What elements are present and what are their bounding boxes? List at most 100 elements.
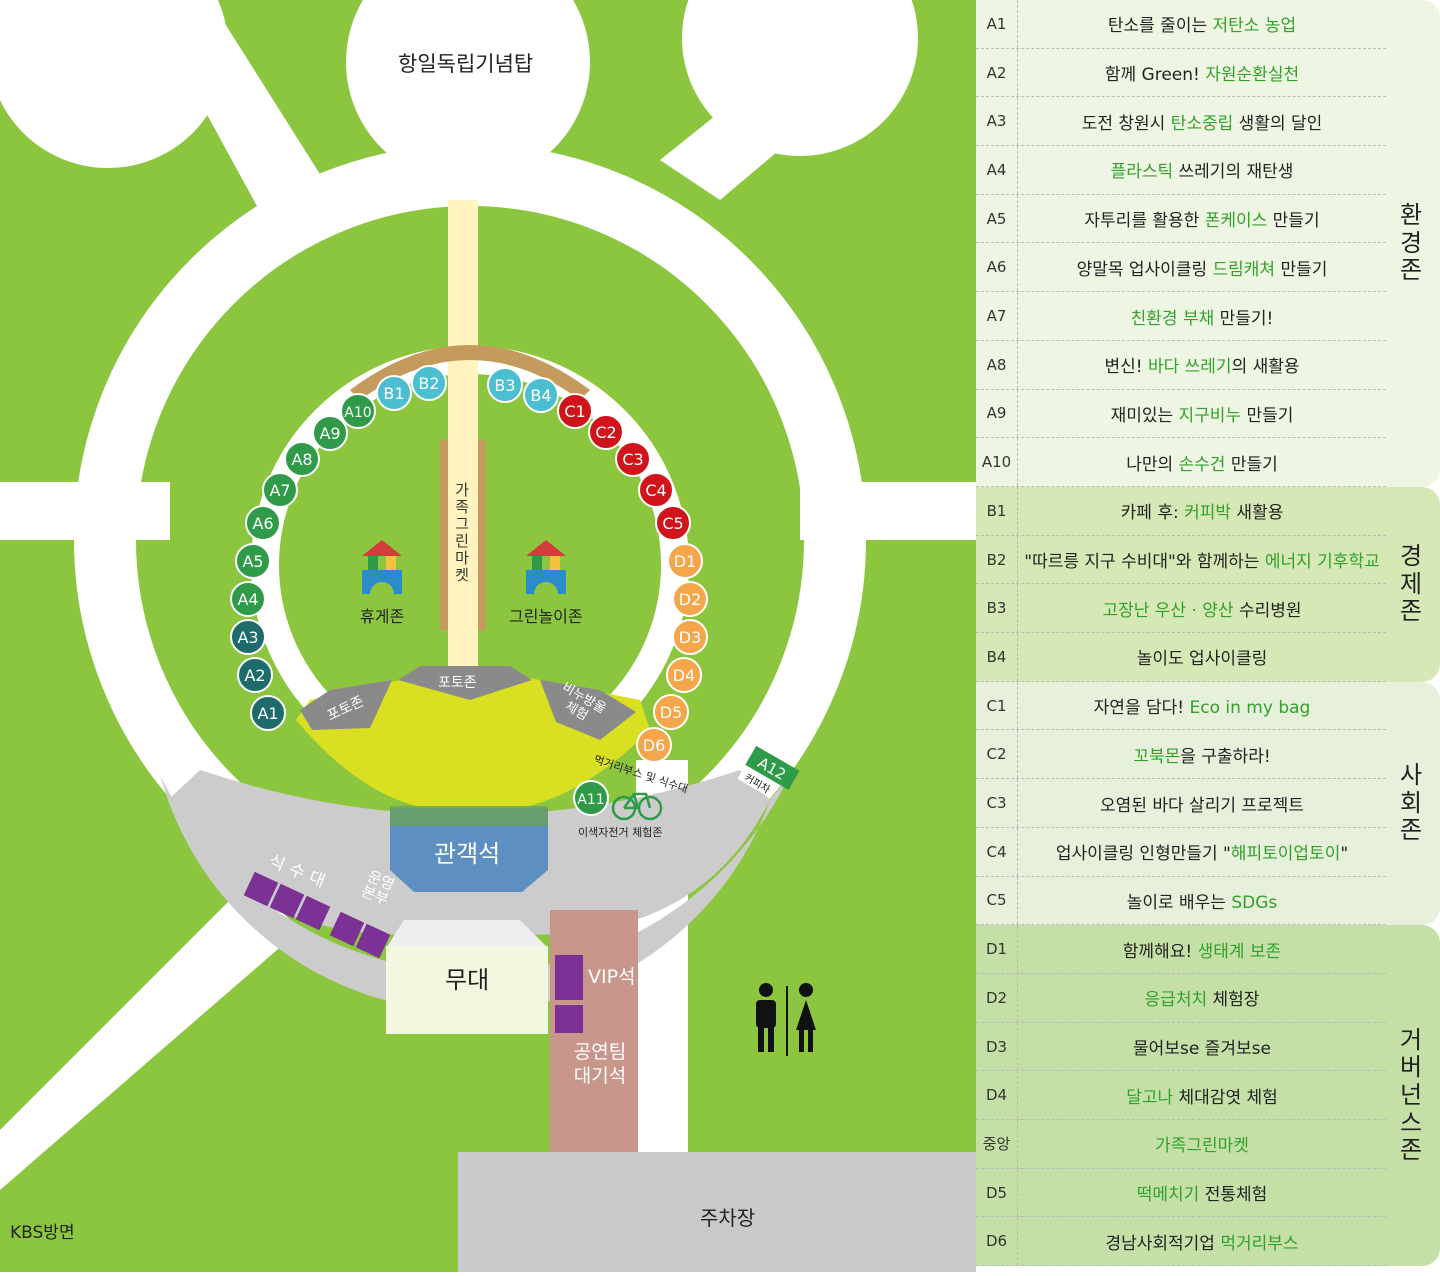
plain-text: 생활의 달인: [1233, 113, 1323, 134]
booth-marker-b4[interactable]: [523, 377, 559, 413]
legend-row-code: A7: [976, 292, 1018, 340]
booth-marker-a7[interactable]: [262, 472, 298, 508]
booth-marker-label: A1: [257, 704, 278, 723]
booth-marker-a8[interactable]: [284, 441, 320, 477]
booth-marker-a11[interactable]: [573, 780, 609, 816]
booth-marker-label: C4: [645, 481, 666, 500]
plain-text: 수리병원: [1233, 600, 1302, 621]
booth-marker-label: B2: [418, 374, 439, 393]
booth-marker-a1[interactable]: [250, 695, 286, 731]
legend-row-code: C2: [976, 730, 1018, 779]
water-station-booths: [243, 871, 391, 959]
booth-marker-d4[interactable]: [666, 657, 702, 693]
booth-marker-d6[interactable]: [636, 727, 672, 763]
plain-text: 놀이도 업사이클링: [1136, 649, 1268, 670]
booth-marker-a6[interactable]: [245, 505, 281, 541]
photo-zone-top-label: 포토존: [438, 675, 477, 691]
legend-row-code: A3: [976, 97, 1018, 146]
highlight-text: 에너지 기후학교: [1264, 552, 1380, 573]
booth-marker-a4[interactable]: [230, 581, 266, 617]
legend-row-name: 고장난 우산 · 양산 수리병원: [1018, 596, 1386, 621]
booth-marker-a10[interactable]: [340, 393, 376, 429]
bicycle-zone-label: 이색자전거 체험존: [578, 826, 663, 839]
legend-row-name: 재미있는 지구비누 만들기: [1018, 401, 1386, 426]
highlight-text: SDGs: [1231, 892, 1278, 913]
plain-text: 놀이로 배우는: [1126, 892, 1232, 913]
booth-marker-b3[interactable]: [487, 367, 523, 403]
legend-row-code: A10: [976, 438, 1018, 486]
legend-row-code: B2: [976, 535, 1018, 584]
tower-circle: [346, 0, 590, 184]
legend-row-name: 탄소를 줄이는 저탄소 농업: [1018, 11, 1386, 36]
highlight-text: 꼬북몬: [1133, 746, 1181, 767]
top-right-circle: [682, 0, 918, 156]
booth-marker-label: B3: [494, 376, 515, 395]
plain-text: 만들기!: [1214, 308, 1274, 329]
plain-text: 함께해요!: [1122, 941, 1198, 962]
legend-row-name: 자투리를 활용한 폰케이스 만들기: [1018, 206, 1386, 231]
stage: [386, 946, 548, 1034]
bubble-zone: [540, 680, 636, 740]
booth-marker-a3[interactable]: [230, 619, 266, 655]
legend-row-name: 변신! 바다 쓰레기의 새활용: [1018, 352, 1386, 377]
legend-row-name: "따르릉 지구 수비대"와 함께하는 에너지 기후학교: [1018, 547, 1386, 572]
booth-marker-b1[interactable]: [376, 375, 412, 411]
booth-marker-label: D5: [660, 703, 683, 722]
booth-marker-label: C1: [564, 402, 585, 421]
legend-row-name: 놀이도 업사이클링: [1018, 644, 1386, 669]
highlight-text: 바다 쓰레기: [1147, 357, 1232, 378]
booth-marker-c4[interactable]: [638, 472, 674, 508]
highlight-text: 자원순환실천: [1205, 65, 1300, 86]
highlight-text: 플라스틱: [1110, 162, 1174, 183]
legend-row-name: 물어보se 즐겨보se: [1018, 1034, 1386, 1059]
market-stall-right: [478, 440, 486, 630]
booth-marker-label: C2: [595, 423, 616, 442]
booth-marker-a9[interactable]: [312, 415, 348, 451]
booth-marker-label: C5: [662, 514, 683, 533]
top-stepped-structure: [350, 345, 590, 400]
plain-text: 자연을 담다!: [1093, 698, 1190, 719]
legend-row-code: A8: [976, 340, 1018, 389]
parking-label: 주차장: [700, 1206, 756, 1230]
legend-row-name: 카페 후: 커피박 새활용: [1018, 498, 1386, 523]
booth-marker-d1[interactable]: [667, 543, 703, 579]
vip-seat-2: [555, 1005, 583, 1033]
legend-row-code: C4: [976, 827, 1018, 876]
market-stall-left: [440, 440, 448, 630]
booth-marker-d3[interactable]: [672, 619, 708, 655]
plain-text: 만들기: [1267, 211, 1320, 232]
booth-marker-d5[interactable]: [653, 694, 689, 730]
booth-marker-c2[interactable]: [588, 414, 624, 450]
booth-marker-a5[interactable]: [235, 543, 271, 579]
booth-marker-a2[interactable]: [237, 657, 273, 693]
legend-row-code: D1: [976, 925, 1018, 973]
plain-text: 만들기: [1225, 454, 1278, 475]
booth-marker-label: A10: [344, 405, 371, 421]
plain-text: 도전 창원시: [1081, 113, 1171, 134]
coffee-car-marker: [737, 745, 800, 796]
booth-marker-b2[interactable]: [411, 365, 447, 401]
booth-marker-label: D2: [679, 590, 702, 609]
booth-marker-c3[interactable]: [615, 441, 651, 477]
booth-marker-c5[interactable]: [655, 505, 691, 541]
booth-marker-d2[interactable]: [672, 581, 708, 617]
legend-row-name: 나만의 손수건 만들기: [1018, 450, 1386, 475]
booth-marker-c1[interactable]: [557, 393, 593, 429]
